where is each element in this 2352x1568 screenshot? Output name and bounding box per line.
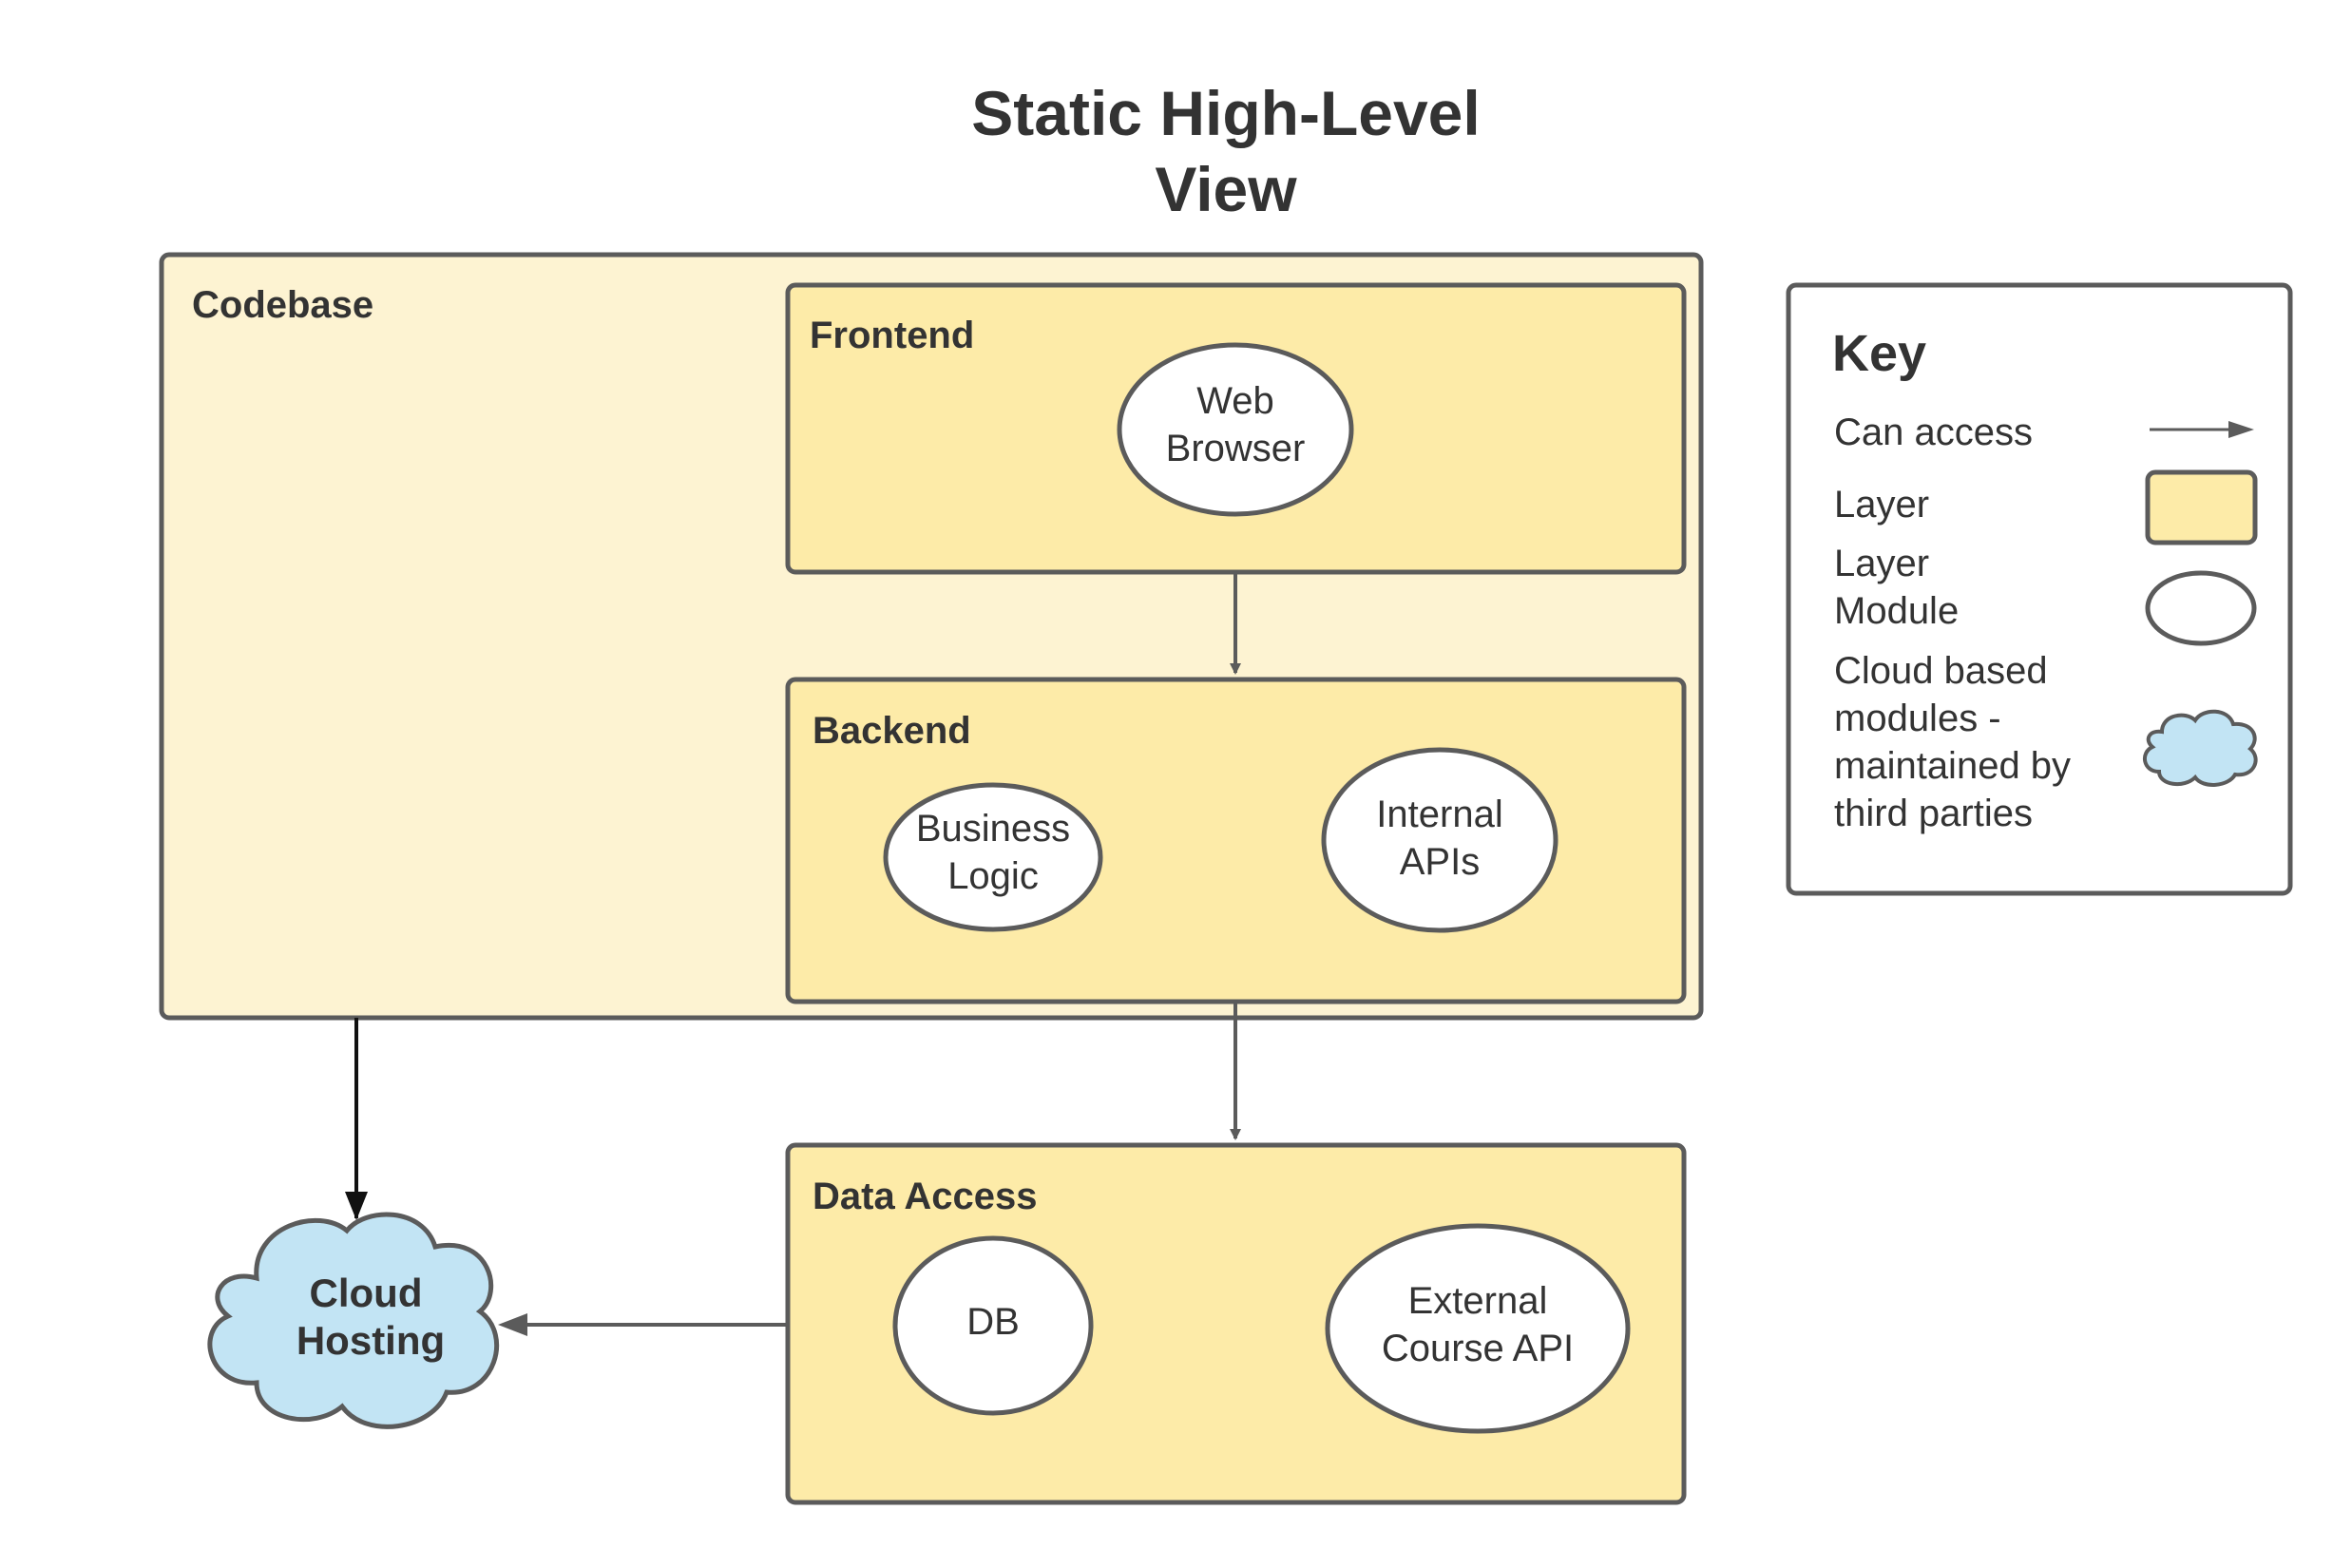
arrow-codebase-to-cloud-head: [345, 1192, 368, 1220]
key-cloud-label-line-2: modules -: [1834, 698, 2001, 739]
web-browser-module: [1117, 342, 1354, 517]
key-cloud-label-line-3: maintained by: [1834, 745, 2071, 787]
diagram-title-line-2: View: [1155, 154, 1297, 224]
web-browser-label-line-1: Web: [1196, 380, 1274, 422]
key-module-swatch: [2145, 570, 2257, 646]
key-can-access-label: Can access: [1834, 411, 2033, 453]
business-logic-module: [883, 782, 1103, 932]
web-browser-label-line-2: Browser: [1166, 428, 1306, 469]
db-label: DB: [966, 1301, 1020, 1343]
cloud-hosting-label-line-2: Hosting: [296, 1318, 445, 1363]
key-arrow-sample-head: [2228, 421, 2254, 438]
data-access-label: Data Access: [813, 1176, 1037, 1217]
frontend-label: Frontend: [810, 315, 974, 356]
business-logic-label-line-2: Logic: [947, 855, 1039, 897]
key-layer-label: Layer: [1834, 484, 1929, 526]
key-cloud-label-line-4: third parties: [1834, 793, 2033, 834]
key-layer-swatch: [2145, 469, 2258, 545]
cloud-hosting-shape: [207, 1212, 499, 1429]
internal-apis-module: [1321, 747, 1558, 933]
key-title: Key: [1832, 325, 1926, 382]
codebase-label: Codebase: [192, 284, 373, 326]
key-layer-module-label-line-1: Layer: [1834, 543, 1929, 584]
cloud-hosting-label-line-1: Cloud: [310, 1271, 423, 1315]
internal-apis-label-line-2: APIs: [1400, 841, 1480, 883]
external-course-api-label-line-2: Course API: [1382, 1328, 1574, 1369]
key-cloud-label-line-1: Cloud based: [1834, 650, 2048, 692]
diagram-title-line-1: Static High-Level: [971, 78, 1480, 148]
arrow-data-access-to-cloud-head: [498, 1313, 527, 1336]
db-module: [892, 1235, 1094, 1416]
key-layer-module-label-line-2: Module: [1834, 590, 1959, 632]
internal-apis-label-line-1: Internal: [1376, 794, 1502, 835]
key-cloud-swatch: [2143, 709, 2258, 787]
backend-label: Backend: [813, 710, 971, 752]
external-course-api-module: [1325, 1223, 1631, 1434]
business-logic-label-line-1: Business: [916, 808, 1070, 850]
external-course-api-label-line-1: External: [1408, 1280, 1548, 1322]
